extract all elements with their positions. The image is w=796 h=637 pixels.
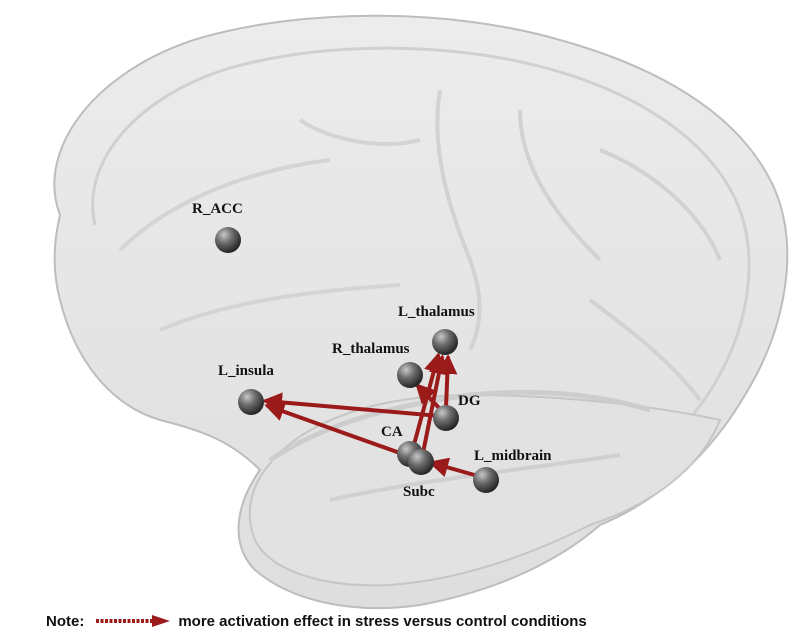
label-l-midbrain: L_midbrain [474, 448, 552, 464]
node-l-insula [238, 389, 264, 415]
sulcus-3 [159, 283, 401, 332]
connection-edges [262, 352, 480, 478]
red-arrow-icon [96, 615, 171, 627]
node-subc [408, 449, 434, 475]
label-l-thalamus: L_thalamus [398, 304, 475, 320]
edge-dg-to-l-thalamus [437, 354, 458, 410]
edge-dg-to-l-insula [262, 392, 442, 418]
edge-subc-to-l-insula [264, 401, 416, 460]
node-r-thalamus [397, 362, 423, 388]
sulcus-2 [118, 158, 331, 252]
label-r-thalamus: R_thalamus [332, 341, 410, 357]
region-nodes [215, 227, 499, 493]
label-l-insula: L_insula [218, 363, 274, 379]
sylvian-fissure [268, 389, 651, 463]
legend-text: more activation effect in stress versus … [178, 612, 587, 630]
label-ca: CA [381, 424, 403, 440]
note-label: Note: [46, 612, 85, 630]
region-labels: R_ACC L_thalamus R_thalamus L_insula DG … [192, 201, 552, 500]
legend-note: Note: more activation effect in stress v… [46, 611, 587, 631]
node-r-acc [215, 227, 241, 253]
label-dg: DG [458, 393, 481, 409]
label-subc: Subc [403, 484, 435, 500]
sulcus-7 [588, 298, 702, 402]
node-dg [433, 405, 459, 431]
node-l-midbrain [473, 467, 499, 493]
sulcus-5 [599, 148, 722, 261]
central-sulcus [435, 89, 482, 351]
node-l-thalamus [432, 329, 458, 355]
brain-inner-layer [91, 46, 751, 502]
sulcus-4 [298, 118, 421, 146]
label-r-acc: R_ACC [192, 201, 243, 217]
sulcus-1 [518, 109, 602, 262]
edge-subc-to-l-thalamus [420, 354, 449, 460]
edge-dg-to-r-thalamus [415, 383, 443, 412]
edge-l-midbrain-to-subc [428, 457, 480, 478]
